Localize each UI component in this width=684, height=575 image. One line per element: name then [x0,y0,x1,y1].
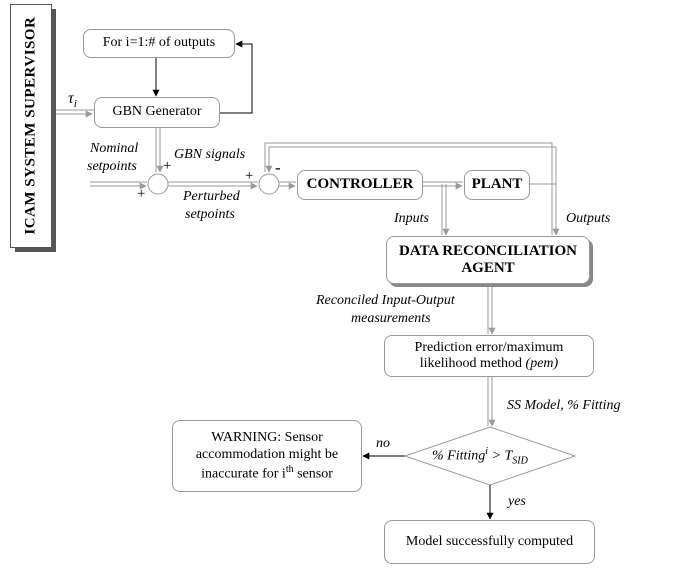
no-label: no [376,436,390,451]
loop-box: For i=1:# of outputs [83,29,235,58]
loop-box-label: For i=1:# of outputs [102,35,216,51]
icam-supervisor-box: ICAM SYSTEM SUPERVISOR [10,4,52,248]
nominal-label: Nominal [90,141,139,156]
feedback-line [265,146,557,184]
summing-junction-1 [147,173,169,195]
sum2-plus-left: + [245,168,254,184]
gbn-generator-box: GBN Generator [94,97,220,128]
nominal-setpoints-label: setpoints [87,159,137,174]
pem-line2-text: likelihood method [419,356,523,371]
inputs-label: Inputs [394,211,429,226]
pem-line1: Prediction error/maximum [414,339,564,355]
pem-line2-italic: (pem) [525,356,559,371]
decision-text-main: % Fitting [432,448,486,464]
warning-line2: accommodation might be [195,447,339,463]
feedback-line-a [264,142,553,184]
gbn-signals-label: GBN signals [174,147,246,162]
outputs-label: Outputs [566,211,611,226]
success-box: Model successfully computed [384,520,595,564]
tau-subscript: i [73,98,77,111]
controller-label: CONTROLLER [306,176,414,193]
sum1-plus-bottom: + [137,186,146,202]
pem-box: Prediction error/maximum likelihood meth… [384,335,594,377]
reconciled-label-2: measurements [351,311,431,326]
sum2-minus-top: - [275,158,281,177]
dra-line1: DATA RECONCILIATION [399,242,577,259]
warning-line3-b: sensor [293,466,333,482]
perturbed-label: Perturbed [183,189,240,204]
arrow-generator-feedback [220,40,253,114]
gbn-generator-label: GBN Generator [112,104,202,120]
summing-junction-2 [258,173,280,195]
warning-line1: WARNING: Sensor [211,429,323,445]
plant-box: PLANT [464,170,530,200]
controller-box: CONTROLLER [297,170,423,200]
tau-label: τi [68,90,77,110]
perturbed-setpoints-label: setpoints [185,207,235,222]
icam-supervisor-label: ICAM SYSTEM SUPERVISOR [22,16,39,236]
pem-line2: likelihood method (pem) [420,356,558,372]
ss-model-label: SS Model, % Fitting [507,398,621,413]
warning-line3-sup: th [285,463,294,475]
warning-line3-a: inaccurate for i [201,466,286,482]
reconciled-label-1: Reconciled Input-Output [316,293,455,308]
decision-text: % Fittingi > TSID [432,446,528,466]
yes-label: yes [508,494,526,509]
plant-label: PLANT [471,176,523,193]
decision-operator: > T [488,448,513,464]
success-label: Model successfully computed [405,533,574,549]
tau-symbol: τ [68,90,74,107]
decision-subscript: SID [512,455,528,467]
decision-superscript: i [485,446,489,457]
warning-line3: inaccurate for ith sensor [201,464,333,483]
warning-box: WARNING: Sensor accommodation might be i… [172,420,362,492]
data-reconciliation-agent-box: DATA RECONCILIATION AGENT [386,236,590,284]
sum1-plus-top: + [163,158,172,174]
dra-line2: AGENT [461,260,515,276]
